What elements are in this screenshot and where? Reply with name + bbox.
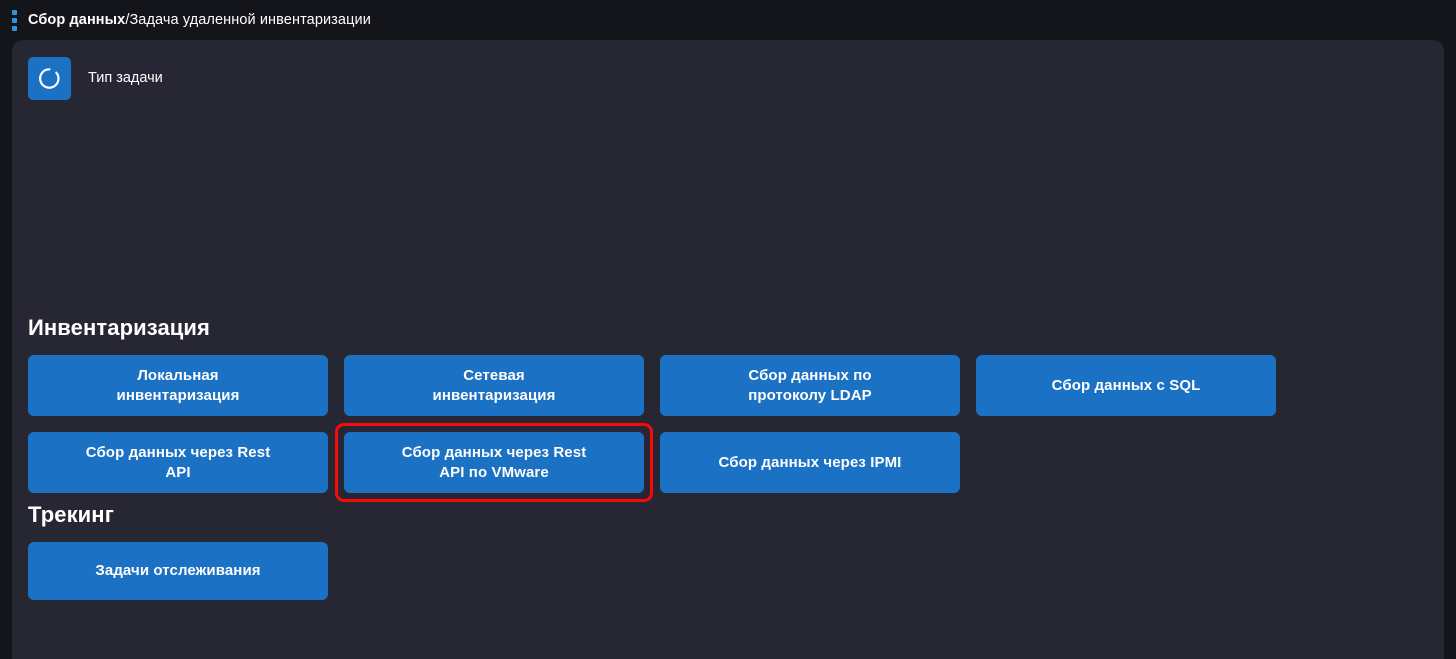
- breadcrumb-leaf: Задача удаленной инвентаризации: [129, 11, 371, 28]
- section-inventory: Инвентаризация Локальная инвентаризация …: [28, 315, 1428, 502]
- task-button-ldap-collect[interactable]: Сбор данных по протоколу LDAP: [660, 355, 960, 416]
- inventory-button-rows: Локальная инвентаризация Сетевая инвента…: [28, 355, 1428, 502]
- spinner-icon: [28, 57, 71, 100]
- section-tracking: Трекинг Задачи отслеживания: [28, 504, 1428, 600]
- task-button-local-inventory[interactable]: Локальная инвентаризация: [28, 355, 328, 416]
- kebab-dot: [11, 9, 17, 15]
- kebab-dot: [11, 25, 17, 31]
- breadcrumb-separator: /: [125, 11, 130, 28]
- task-button-sql-collect[interactable]: Сбор данных с SQL: [976, 355, 1276, 416]
- section-title-inventory: Инвентаризация: [28, 315, 210, 340]
- task-button-tracking-tasks[interactable]: Задачи отслеживания: [28, 542, 328, 600]
- breadcrumb-root[interactable]: Сбор данных: [28, 11, 126, 28]
- content-card: Тип задачи Инвентаризация Локальная инве…: [12, 40, 1444, 659]
- tracking-row-1: Задачи отслеживания: [28, 542, 1428, 600]
- task-type-label: Тип задачи: [88, 70, 163, 87]
- inventory-row-1: Локальная инвентаризация Сетевая инвента…: [28, 355, 1428, 416]
- inventory-row-2: Сбор данных через Rest API Сбор данных ч…: [28, 423, 1428, 502]
- tracking-button-rows: Задачи отслеживания: [28, 542, 1428, 600]
- kebab-dot: [11, 17, 17, 23]
- top-bar: Сбор данных/Задача удаленной инвентариза…: [0, 0, 1456, 40]
- task-button-rest-api-vmware-collect[interactable]: Сбор данных через Rest API по VMware: [335, 423, 653, 502]
- section-title-tracking: Трекинг: [28, 502, 114, 527]
- task-button-rest-api-collect[interactable]: Сбор данных через Rest API: [28, 432, 328, 493]
- task-button-ipmi-collect[interactable]: Сбор данных через IPMI: [660, 432, 960, 493]
- task-button-network-inventory[interactable]: Сетевая инвентаризация: [344, 355, 644, 416]
- breadcrumb: Сбор данных/Задача удаленной инвентариза…: [28, 13, 371, 28]
- kebab-menu-icon[interactable]: [3, 0, 25, 40]
- task-sections: Инвентаризация Локальная инвентаризация …: [28, 317, 1428, 600]
- task-type-row: Тип задачи: [28, 57, 163, 100]
